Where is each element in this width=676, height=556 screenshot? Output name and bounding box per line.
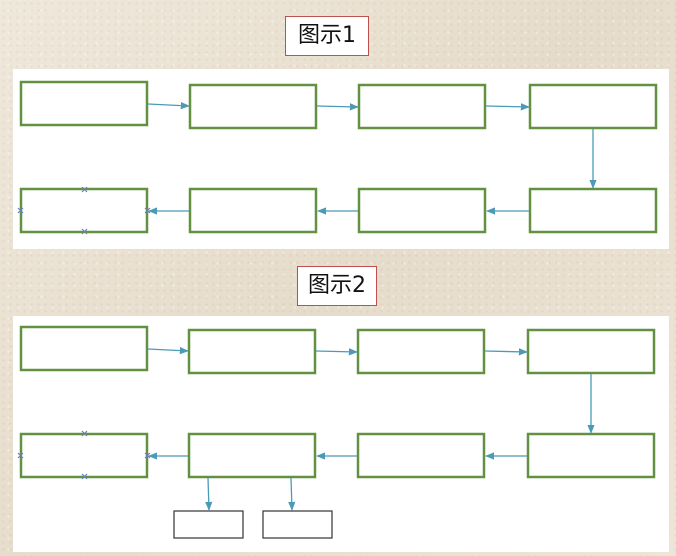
fig1-box-3[interactable] [357, 83, 487, 130]
fig2-arrow-9 [288, 477, 296, 511]
fig1-box-1[interactable] [19, 80, 149, 127]
fig2-handle-right[interactable] [144, 452, 151, 459]
fig2-box-3[interactable] [356, 328, 486, 375]
fig1-handle-left[interactable] [17, 207, 24, 214]
fig1-box-2[interactable] [188, 83, 318, 130]
fig2-box-2[interactable] [187, 328, 317, 375]
fig2-handle-left[interactable] [17, 452, 24, 459]
fig2-box-7[interactable] [187, 432, 317, 479]
figure1-panel [13, 69, 669, 249]
fig2-handle-bottom[interactable] [81, 473, 88, 480]
fig2-box-6[interactable] [356, 432, 486, 479]
figure1-title: 图示1 [285, 16, 369, 56]
figure2-small-boxes [173, 510, 333, 539]
figure2-selection-handles [17, 430, 151, 480]
fig2-arrow-1 [147, 346, 189, 355]
fig2-arrow-2 [315, 348, 358, 356]
fig2-small-box-1[interactable] [173, 510, 244, 539]
fig1-arrow-2 [316, 103, 359, 111]
fig2-box-1[interactable] [19, 325, 149, 372]
fig1-handle-top[interactable] [81, 186, 88, 193]
fig1-arrow-3 [485, 103, 530, 111]
figure1-boxes [19, 80, 658, 234]
fig1-box-6[interactable] [357, 187, 487, 234]
figure1-arrows [147, 101, 597, 215]
fig1-handle-right[interactable] [144, 207, 151, 214]
fig2-box-4[interactable] [526, 328, 656, 375]
figure1-selection-handles [17, 186, 151, 235]
fig1-box-7[interactable] [188, 187, 318, 234]
fig2-box-5[interactable] [526, 432, 656, 479]
fig1-box-8[interactable] [19, 187, 149, 234]
fig1-box-4[interactable] [528, 83, 658, 130]
figure2-title: 图示2 [297, 266, 377, 306]
fig2-handle-top[interactable] [81, 430, 88, 437]
fig1-box-5[interactable] [528, 187, 658, 234]
fig1-handle-bottom[interactable] [81, 228, 88, 235]
fig2-arrow-8 [205, 477, 213, 511]
figure2-boxes [19, 325, 656, 479]
fig1-arrow-1 [147, 101, 190, 110]
fig2-arrow-3 [484, 348, 528, 356]
figure2-arrows [147, 346, 595, 511]
fig2-box-8[interactable] [19, 432, 149, 479]
fig2-small-box-2[interactable] [262, 510, 333, 539]
